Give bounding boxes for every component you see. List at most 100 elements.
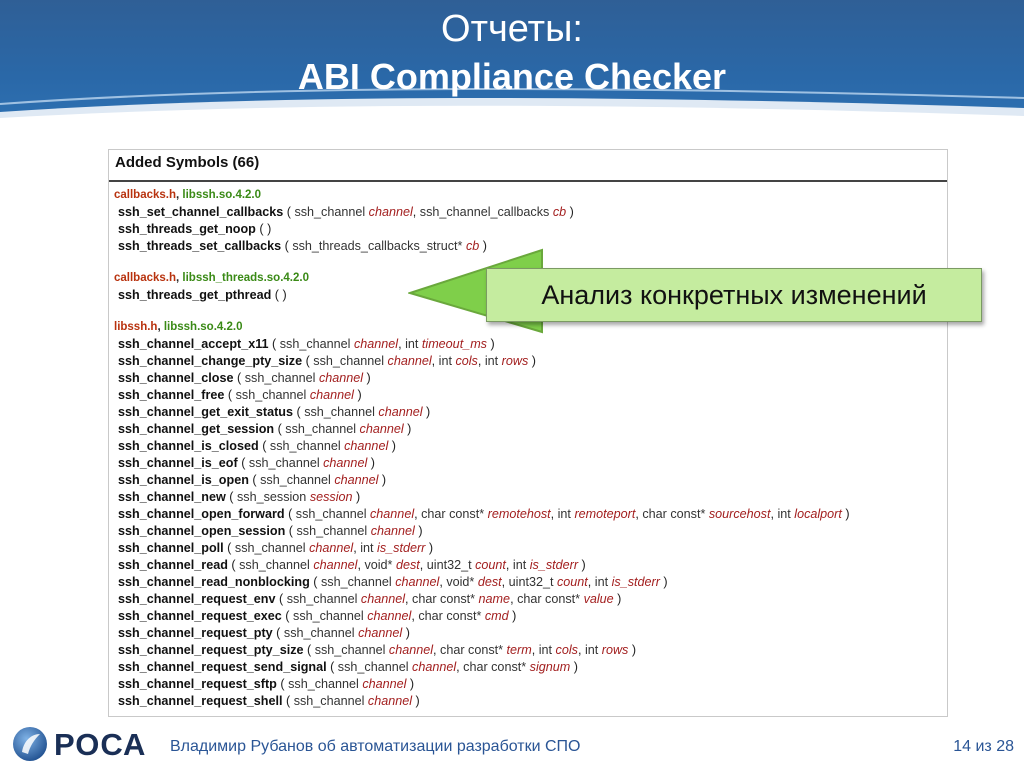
param-type: ssh_channel (286, 592, 358, 606)
param-type: ssh_channel (314, 643, 386, 657)
symbol-row: ssh_channel_change_pty_size ( ssh_channe… (118, 354, 536, 368)
symbol-row: ssh_channel_poll ( ssh_channel channel, … (118, 541, 434, 555)
rosa-logo-icon (13, 727, 47, 761)
symbol-row: ssh_channel_accept_x11 ( ssh_channel cha… (118, 337, 495, 351)
param-name: cb (552, 205, 567, 219)
param-name: cb (465, 239, 480, 253)
param-name: localport (794, 507, 842, 521)
report-screenshot: Added Symbols (66) callbacks.h, libssh.s… (108, 149, 948, 717)
param-type: ssh_channel (285, 422, 357, 436)
footer-caption: Владимир Рубанов об автоматизации разраб… (170, 738, 581, 755)
symbol-name: ssh_channel_read (118, 558, 228, 572)
header-file-name: callbacks.h (114, 272, 177, 284)
symbol-list: callbacks.h, libssh.so.4.2.0 ssh_set_chan… (109, 187, 947, 710)
slide-title-line1: Отчеты: (441, 8, 583, 50)
param-type: int (512, 558, 527, 572)
symbol-row: ssh_set_channel_callbacks ( ssh_channel … (118, 205, 574, 219)
symbol-row: ssh_channel_new ( ssh_session session ) (118, 490, 361, 504)
param-type: ssh_channel (320, 575, 392, 589)
file-header-row: callbacks.h, libssh.so.4.2.0 (114, 189, 262, 201)
param-type: void* (364, 558, 393, 572)
logo-text: РОСА (54, 727, 147, 762)
param-type: char const* (642, 507, 706, 521)
param-name: name (478, 592, 511, 606)
param-type: ssh_channel (248, 456, 320, 470)
symbol-row: ssh_channel_free ( ssh_channel channel ) (118, 388, 362, 402)
param-name: channel (309, 541, 354, 555)
param-name: is_stderr (611, 575, 660, 589)
slide-header: Отчеты: ABI Compliance Checker (0, 0, 1024, 140)
symbol-row: ssh_channel_read_nonblocking ( ssh_chann… (118, 575, 668, 589)
symbol-row: ssh_channel_request_pty ( ssh_channel ch… (118, 626, 410, 640)
library-name: libssh.so.4.2.0 (182, 189, 262, 201)
symbol-name: ssh_channel_request_sftp (118, 677, 277, 691)
param-type: char const* (421, 507, 485, 521)
param-type: char const* (517, 592, 581, 606)
symbol-name: ssh_channel_poll (118, 541, 224, 555)
param-name: rows (501, 354, 529, 368)
library-name: libssh.so.4.2.0 (163, 321, 243, 333)
param-type: ssh_channel (288, 677, 359, 691)
param-name: value (583, 592, 614, 606)
symbol-name: ssh_channel_close (118, 371, 234, 385)
param-name: cols (455, 354, 478, 368)
symbol-row: ssh_threads_get_noop ( ) (118, 222, 272, 236)
symbol-name: ssh_channel_open_forward (118, 507, 285, 521)
param-name: channel (344, 439, 389, 453)
report-heading: Added Symbols (66) (115, 154, 260, 171)
param-type: ssh_session (237, 490, 307, 504)
symbol-name: ssh_channel_request_shell (118, 694, 283, 708)
callout-box: Анализ конкретных изменений (486, 268, 982, 322)
symbol-row: ssh_channel_request_pty_size ( ssh_chann… (118, 643, 637, 657)
param-name: channel (367, 694, 413, 708)
param-name: count (475, 558, 506, 572)
param-type: int (557, 507, 571, 521)
symbol-name: ssh_channel_request_env (118, 592, 276, 606)
param-name: channel (318, 371, 364, 385)
param-name: channel (378, 405, 423, 419)
slide-title-line2: ABI Compliance Checker (297, 56, 727, 97)
param-name: channel (370, 524, 415, 538)
library-name: libssh_threads.so.4.2.0 (182, 272, 309, 284)
param-type: ssh_channel (296, 524, 368, 538)
symbol-name: ssh_channel_request_pty_size (118, 643, 304, 657)
param-type: uint32_t (508, 575, 554, 589)
param-type: ssh_channel (294, 205, 366, 219)
param-type: char const* (463, 660, 527, 674)
param-type: char const* (412, 592, 476, 606)
param-type: ssh_channel (234, 541, 306, 555)
param-name: channel (412, 660, 457, 674)
symbol-name: ssh_channel_is_open (118, 473, 249, 487)
param-name: channel (362, 677, 407, 691)
param-type: ssh_threads_callbacks_struct* (292, 239, 463, 253)
symbol-name: ssh_channel_request_send_signal (118, 660, 327, 674)
param-name: cols (555, 643, 578, 657)
param-type: int (438, 354, 452, 368)
file-header-row: callbacks.h, libssh_threads.so.4.2.0 (114, 272, 309, 284)
param-type: int (360, 541, 374, 555)
param-name: channel (395, 575, 440, 589)
symbol-name: ssh_channel_get_exit_status (118, 405, 293, 419)
param-name: channel (359, 422, 404, 436)
param-name: channel (360, 592, 406, 606)
param-type: ssh_channel (293, 694, 365, 708)
param-type: ssh_channel (295, 507, 367, 521)
param-name: term (506, 643, 532, 657)
symbol-row: ssh_channel_is_eof ( ssh_channel channel… (118, 456, 375, 470)
param-type: ssh_channel_callbacks (419, 205, 550, 219)
symbol-name: ssh_channel_read_nonblocking (118, 575, 310, 589)
param-name: channel (367, 609, 412, 623)
symbol-name: ssh_channel_change_pty_size (118, 354, 303, 368)
param-type: ssh_channel (260, 473, 331, 487)
param-name: rows (601, 643, 629, 657)
param-name: channel (334, 473, 379, 487)
param-name: dest (395, 558, 420, 572)
callout-text: Анализ конкретных изменений (541, 280, 927, 310)
symbol-row: ssh_channel_read ( ssh_channel channel, … (118, 558, 586, 572)
symbol-name: ssh_channel_free (118, 388, 225, 402)
param-type: int (484, 354, 499, 368)
symbol-row: ssh_threads_set_callbacks ( ssh_threads_… (118, 239, 487, 253)
param-type: ssh_channel (337, 660, 409, 674)
param-type: ssh_channel (293, 609, 364, 623)
param-type: ssh_channel (235, 388, 307, 402)
